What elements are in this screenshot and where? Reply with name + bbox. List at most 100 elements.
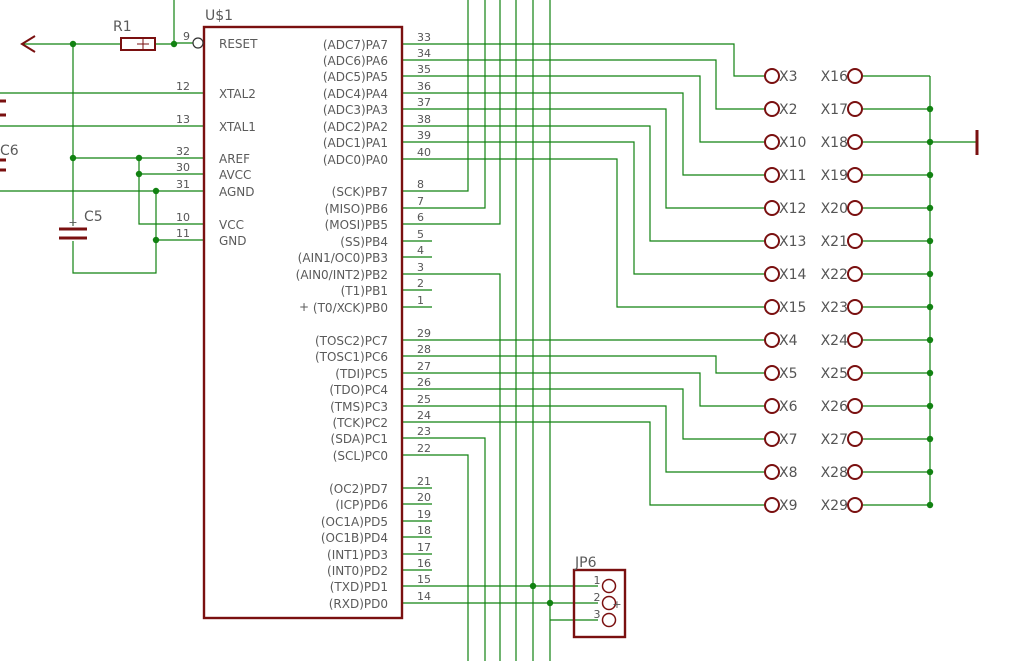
resistor-label: R1 — [113, 19, 132, 35]
connector-pad — [764, 68, 780, 84]
pc0-wire — [432, 454, 469, 661]
pin-number: 26 — [417, 376, 431, 389]
pin-name: (TDO)PC4 — [329, 383, 388, 397]
pin-number: 3 — [417, 261, 424, 274]
connector-pad — [847, 134, 863, 150]
pin-name: (ADC2)PA2 — [323, 120, 388, 134]
pin-number: 4 — [417, 244, 424, 257]
pin-name: (ICP)PD6 — [335, 498, 388, 512]
junctions — [69, 40, 934, 607]
junction-dot — [152, 236, 160, 244]
junction-dot — [529, 582, 537, 590]
header-pin — [601, 595, 617, 611]
pin-number: 34 — [417, 47, 431, 60]
connector-pad — [847, 299, 863, 315]
junction-dot — [135, 154, 143, 162]
connector-label: X18 — [821, 135, 848, 151]
cap-c6-label: C6 — [0, 143, 19, 159]
junction-dot — [546, 599, 554, 607]
spi-wire — [432, 0, 501, 225]
pin-number: 12 — [176, 80, 190, 93]
connector-pad — [764, 464, 780, 480]
port-c-wire — [432, 388, 765, 440]
port-a-wire — [432, 75, 765, 143]
connector-label: X19 — [821, 168, 848, 184]
mcu-label: U$1 — [205, 8, 233, 24]
port-c-wire — [432, 355, 765, 374]
junction-dot — [926, 171, 934, 179]
junction-dot — [152, 187, 160, 195]
resistor-r1 — [120, 37, 156, 51]
pin-name: (OC1A)PD5 — [321, 515, 388, 529]
connector-label: X15 — [779, 300, 806, 316]
junction-dot — [69, 154, 77, 162]
pin-name: AGND — [219, 185, 255, 199]
cap-plus: + — [68, 216, 77, 229]
junction-dot — [926, 336, 934, 344]
pin-name: (OC1B)PD4 — [321, 531, 388, 545]
pin-name: (SCL)PC0 — [333, 449, 388, 463]
pin-number: 33 — [417, 31, 431, 44]
pin-name: (ADC7)PA7 — [323, 38, 388, 52]
header-pin-number: 3 — [594, 608, 601, 621]
gnd-wire — [72, 191, 157, 274]
pin-number: 1 — [417, 294, 424, 307]
connector-label: X2 — [779, 102, 798, 118]
pb2-wire — [432, 273, 501, 661]
pin-name: XTAL1 — [219, 120, 256, 134]
pin-number: 18 — [417, 524, 431, 537]
labels: 9RESET12XTAL213XTAL132AREF30AVCC31AGND10… — [68, 30, 848, 621]
connector-label: X8 — [779, 465, 798, 481]
pin-name: (ADC3)PA3 — [323, 103, 388, 117]
header-pin — [601, 612, 617, 628]
pin-name: (ADC4)PA4 — [323, 87, 388, 101]
plus-mark: + — [299, 300, 309, 314]
connector-pad — [764, 497, 780, 513]
spi-wire — [432, 0, 486, 209]
connector-pad — [764, 431, 780, 447]
pin-number: 25 — [417, 393, 431, 406]
pin-number: 22 — [417, 442, 431, 455]
parts — [0, 25, 979, 639]
pin-name: GND — [219, 234, 247, 248]
pin-number: 6 — [417, 211, 424, 224]
pc1-wire — [432, 437, 486, 661]
connector-pad — [847, 200, 863, 216]
port-c-wire — [432, 372, 765, 407]
pin-name: AVCC — [219, 168, 251, 182]
junction-dot — [926, 204, 934, 212]
pin-number: 28 — [417, 343, 431, 356]
pin-name: (RXD)PD0 — [329, 597, 388, 611]
pin-number: 14 — [417, 590, 431, 603]
pin-number: 27 — [417, 360, 431, 373]
spi-wire — [432, 0, 469, 192]
pin-number: 35 — [417, 63, 431, 76]
port-c-wire — [432, 405, 765, 473]
connector-label: X7 — [779, 432, 798, 448]
pin-name: (ADC0)PA0 — [323, 153, 388, 167]
junction-dot — [170, 40, 178, 48]
pin-name: (ADC5)PA5 — [323, 70, 388, 84]
connector-pad — [764, 299, 780, 315]
pin-name: (TOSC2)PC7 — [315, 334, 388, 348]
pin-name: (INT0)PD2 — [327, 564, 388, 578]
pin-number: 30 — [176, 161, 190, 174]
pin-name: (AIN1/OC0)PB3 — [298, 251, 388, 265]
pin-number: 36 — [417, 80, 431, 93]
pin-number: 7 — [417, 195, 424, 208]
wires — [0, 0, 977, 661]
pin-number: 39 — [417, 129, 431, 142]
pin-name: (MOSI)PB5 — [325, 218, 388, 232]
pin-name: (T0/XCK)PB0 — [313, 301, 388, 315]
connector-pad — [764, 101, 780, 117]
connector-label: X4 — [779, 333, 798, 349]
connector-pad — [764, 266, 780, 282]
connector-label: X25 — [821, 366, 848, 382]
pin-number: 40 — [417, 146, 431, 159]
header-pin — [601, 578, 617, 594]
pin-name: (TXD)PD1 — [330, 580, 388, 594]
connector-label: X20 — [821, 201, 848, 217]
junction-dot — [926, 237, 934, 245]
connector-label: X21 — [821, 234, 848, 250]
pin-number: 23 — [417, 425, 431, 438]
